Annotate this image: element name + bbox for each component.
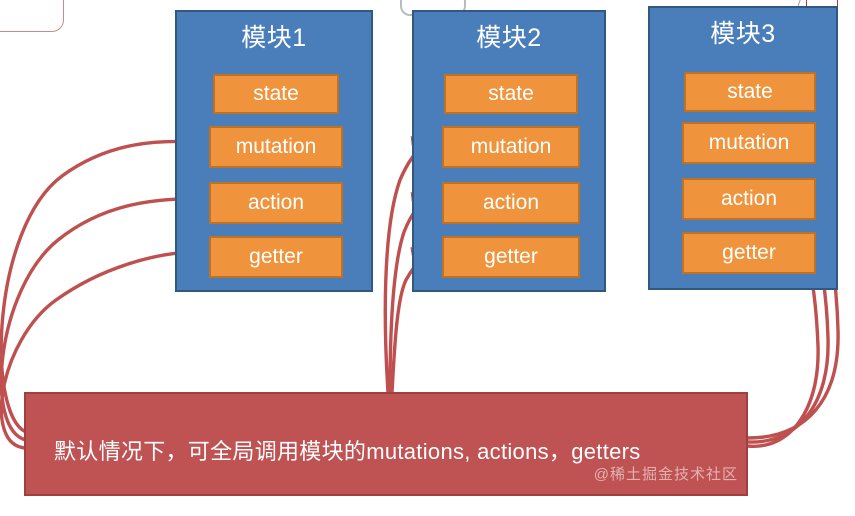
module-1-cell-mutation[interactable]: mutation bbox=[209, 126, 343, 168]
module-1-cell-state[interactable]: state bbox=[213, 74, 339, 114]
caption-text: 默认情况下，可全局调用模块的mutations, actions，getters bbox=[54, 439, 641, 464]
module-3-cell-mutation[interactable]: mutation bbox=[682, 122, 816, 164]
module-2-cell-mutation[interactable]: mutation bbox=[442, 126, 580, 168]
module-title: 模块1 bbox=[241, 24, 307, 52]
watermark-text: @稀土掘金技术社区 bbox=[593, 466, 738, 483]
module-card-3[interactable]: 模块3 state mutation action getter bbox=[648, 6, 838, 290]
module-3-cell-getter[interactable]: getter bbox=[682, 232, 816, 274]
partial-shape-top-left bbox=[0, 0, 64, 32]
module-card-2[interactable]: 模块2 state mutation action getter bbox=[412, 10, 606, 292]
module-1-cell-action[interactable]: action bbox=[209, 182, 343, 224]
module-title: 模块2 bbox=[476, 24, 542, 52]
module-3-cell-action[interactable]: action bbox=[682, 178, 816, 220]
caption-banner: 默认情况下，可全局调用模块的mutations, actions，getters… bbox=[24, 392, 748, 496]
module-card-1[interactable]: 模块1 state mutation action getter bbox=[175, 10, 373, 292]
module-2-cell-getter[interactable]: getter bbox=[442, 236, 580, 278]
module-2-cell-action[interactable]: action bbox=[442, 182, 580, 224]
module-3-cell-state[interactable]: state bbox=[684, 72, 816, 112]
module-title: 模块3 bbox=[710, 20, 776, 48]
module-1-cell-getter[interactable]: getter bbox=[209, 236, 343, 278]
module-2-cell-state[interactable]: state bbox=[444, 74, 578, 114]
arrow-banner-to-module1-mutation bbox=[0, 131, 201, 434]
